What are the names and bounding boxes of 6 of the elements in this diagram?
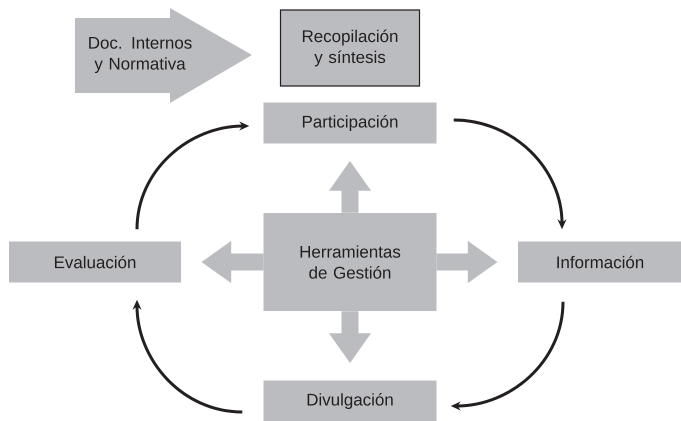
bordered-box: Recopilación y síntesis — [280, 9, 420, 87]
process-box: Divulgación — [264, 380, 436, 421]
process-box: Evaluación — [9, 242, 181, 282]
process-box: Participación — [264, 102, 436, 144]
process-box: Información — [518, 242, 681, 282]
center-box: Herramientas de Gestión — [264, 213, 436, 311]
